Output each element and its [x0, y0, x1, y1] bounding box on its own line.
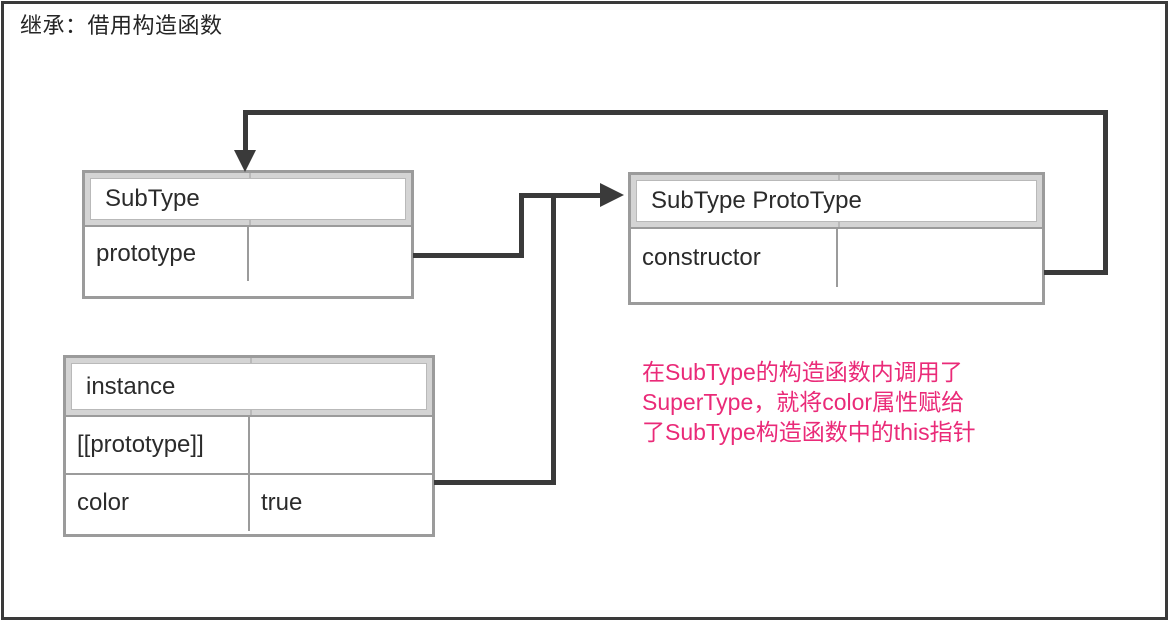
header-tick-top-icon: [250, 358, 252, 363]
connector-top-horizontal: [243, 110, 1108, 115]
subtype-prototype-box-title: SubType ProtoType: [636, 180, 1037, 222]
header-tick-top-icon: [249, 173, 251, 178]
header-tick-bottom-icon: [249, 220, 251, 225]
table-row: prototype: [85, 225, 411, 281]
instance-color-value: true: [261, 489, 303, 516]
connector-prototype-to-arrow: [519, 193, 607, 198]
connector-instance-up: [551, 193, 556, 485]
connector-prototype-right: [413, 253, 524, 258]
subtype-box-header: SubType: [85, 173, 411, 225]
subtype-prototype-key: prototype: [85, 227, 249, 281]
annotation-line-1: 在SubType的构造函数内调用了: [642, 359, 963, 385]
annotation-line-3: 了SubType构造函数中的this指针: [642, 419, 976, 445]
arrow-into-subtype-icon: [234, 150, 256, 172]
instance-prototype-value: [250, 417, 432, 473]
diagram-title: 继承：借用构造函数: [20, 13, 223, 38]
instance-box[interactable]: instance [[prototype]] color true: [63, 355, 435, 537]
instance-box-header: instance: [66, 358, 432, 415]
subtype-prototype-box-header: SubType ProtoType: [631, 175, 1042, 227]
subtype-box-title: SubType: [90, 178, 406, 220]
table-row: [[prototype]]: [66, 415, 432, 473]
table-row: color true: [66, 473, 432, 531]
connector-instance-right: [434, 480, 556, 485]
header-tick-top-icon: [838, 175, 840, 180]
annotation-note: 在SubType的构造函数内调用了 SuperType，就将color属性赋给 …: [642, 357, 976, 447]
instance-prototype-key: [[prototype]]: [66, 417, 250, 473]
subtype-prototype-box[interactable]: SubType ProtoType constructor: [628, 172, 1045, 305]
constructor-key: constructor: [631, 229, 838, 287]
table-row: constructor: [631, 227, 1042, 287]
constructor-value: [838, 229, 1042, 287]
connector-prototype-up: [519, 193, 524, 258]
connector-top-down: [243, 110, 248, 158]
arrow-into-subtype-prototype-icon: [600, 183, 624, 207]
header-tick-bottom-icon: [838, 222, 840, 227]
instance-box-title: instance: [71, 363, 427, 410]
instance-color-key: color: [66, 475, 250, 531]
annotation-line-2: SuperType，就将color属性赋给: [642, 389, 965, 415]
connector-constructor-up: [1103, 110, 1108, 274]
header-tick-bottom-icon: [250, 410, 252, 415]
subtype-box[interactable]: SubType prototype: [82, 170, 414, 299]
connector-constructor-right: [1044, 270, 1108, 275]
subtype-prototype-value: [249, 227, 411, 281]
